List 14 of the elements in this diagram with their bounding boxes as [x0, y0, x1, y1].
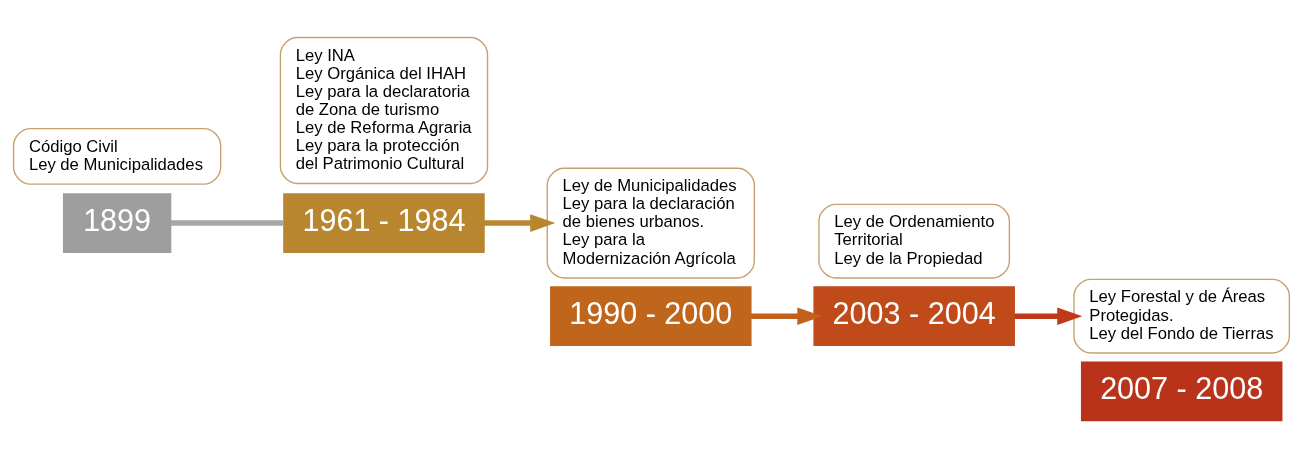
- node-box: 1990 - 2000: [550, 286, 752, 347]
- node-box: Ley INA Ley Orgánica del IHAH Ley para la declaratoria de Zona de turismo Ley de Reforma Agraria Ley para la protección del Patrimonio Cultural: [279, 36, 489, 185]
- node-box: 2007 - 2008: [1080, 361, 1283, 422]
- node-box: Ley de Municipalidades Ley para la declaración de bienes urbanos. Ley para la Modernización Agrícola: [546, 167, 756, 279]
- arrow: [751, 307, 823, 325]
- node-box: 2003 - 2004: [813, 286, 1015, 347]
- connector: [170, 220, 284, 226]
- node-box: Ley Forestal y de Áreas Protegidas. Ley del Fondo de Tierras: [1073, 278, 1291, 354]
- arrow: [484, 214, 556, 232]
- arrow: [1014, 307, 1083, 325]
- node-box: Código Civil Ley de Municipalidades: [12, 127, 222, 185]
- node-box: 1899: [62, 193, 172, 253]
- node-box: Ley de Ordenamiento Territorial Ley de la Propiedad: [818, 203, 1011, 279]
- node-box: 1961 - 1984: [283, 193, 485, 253]
